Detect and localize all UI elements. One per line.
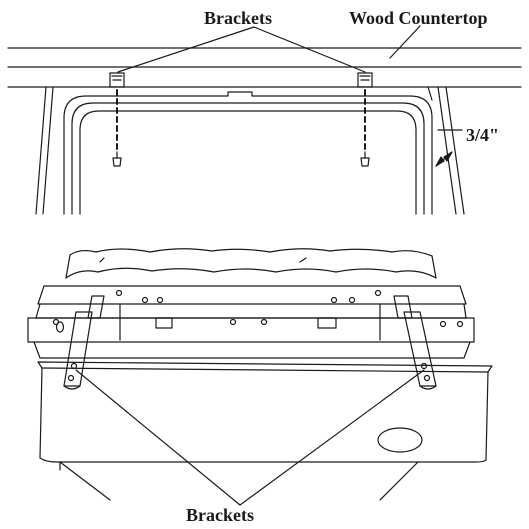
label-brackets-top: Brackets [204, 8, 272, 28]
top-bracket-right [358, 73, 372, 166]
label-gap-dimension: 3/4" [466, 125, 499, 145]
bottom-bracket-leaders [76, 370, 424, 505]
countertop-leader [390, 26, 420, 58]
label-wood-countertop: Wood Countertop [349, 8, 488, 28]
bottom-bracket-right [394, 296, 436, 389]
dishwasher-top-frame [28, 286, 474, 358]
dishwasher-body [38, 362, 492, 500]
cabinet-opening [36, 87, 464, 214]
insulation-blanket [66, 249, 436, 278]
top-bracket-left [110, 73, 124, 166]
top-bracket-leaders [118, 27, 365, 72]
gap-dimension-marker [436, 130, 462, 166]
countertop [8, 48, 521, 87]
label-brackets-bottom: Brackets [186, 505, 254, 525]
